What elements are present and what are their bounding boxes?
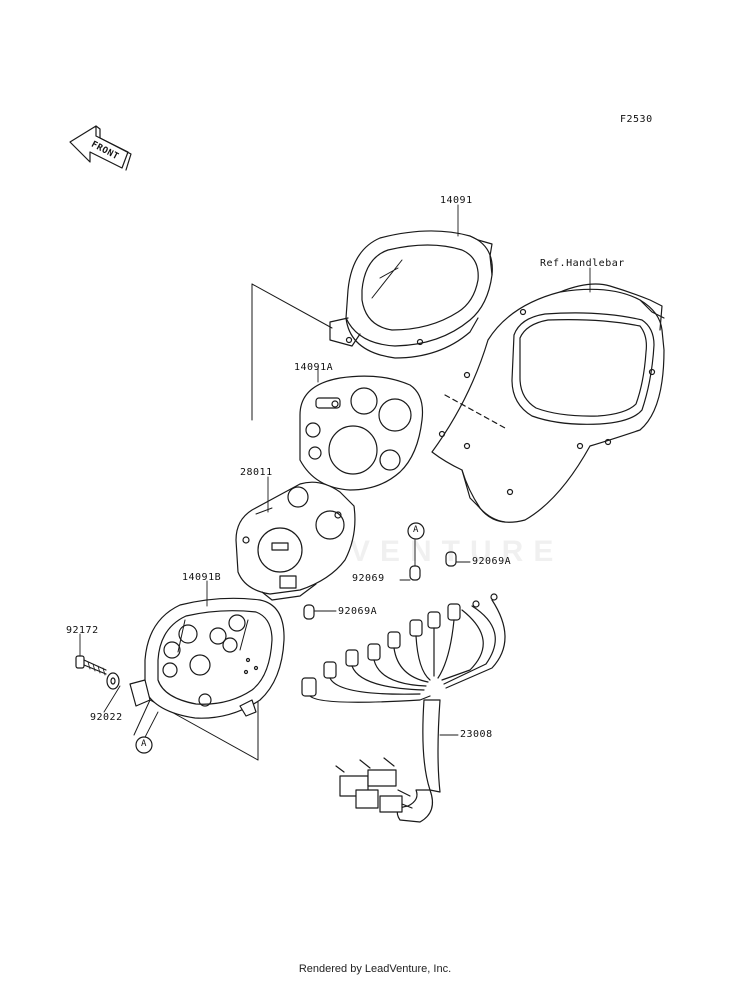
front-arrow-icon — [69, 125, 132, 171]
washer — [106, 672, 120, 690]
callout-92069a-lower[interactable]: 92069A — [338, 606, 378, 617]
meter-cover — [329, 230, 493, 359]
reference-dashed-line — [444, 394, 506, 429]
callout-23008[interactable]: 23008 — [460, 729, 493, 740]
callout-14091[interactable]: 14091 — [440, 195, 473, 206]
handlebar-cover — [431, 283, 665, 523]
meter-case — [129, 597, 285, 719]
callout-92069[interactable]: 92069 — [352, 573, 385, 584]
callout-28011[interactable]: 28011 — [240, 467, 273, 478]
callout-a-upper-circle — [407, 522, 425, 540]
watermark: VENTURE — [350, 535, 564, 568]
callout-a-lower-circle — [135, 736, 153, 754]
footer-credit: Rendered by LeadVenture, Inc. — [298, 963, 452, 975]
screw — [75, 655, 107, 676]
callout-92172[interactable]: 92172 — [66, 625, 99, 636]
callout-ref-handlebar[interactable]: Ref.Handlebar — [540, 258, 625, 269]
diagram-code: F2530 — [620, 114, 653, 125]
callout-92022[interactable]: 92022 — [90, 712, 123, 723]
wire-harness — [301, 593, 506, 823]
bulbs — [303, 551, 457, 620]
meter-panel — [299, 375, 424, 491]
callout-14091b[interactable]: 14091B — [182, 572, 222, 583]
callout-a-upper[interactable]: A — [413, 525, 419, 535]
meter-face — [235, 481, 356, 601]
callout-a-lower[interactable]: A — [141, 739, 147, 749]
callout-14091a[interactable]: 14091A — [294, 362, 334, 373]
callout-92069a-upper[interactable]: 92069A — [472, 556, 512, 567]
